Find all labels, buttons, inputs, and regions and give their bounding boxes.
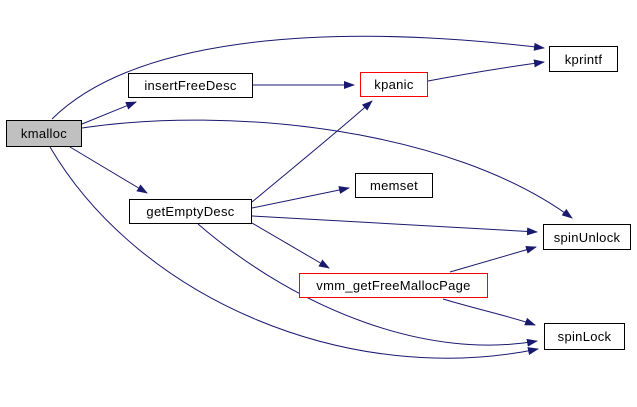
- edge-getEmptyDesc-to-spinLock: [197, 223, 538, 347]
- edge-vmm_getFreeMallocPage-to-spinUnlock: [449, 245, 537, 273]
- node-memset[interactable]: memset: [355, 173, 433, 198]
- edge-getEmptyDesc-to-vmm_getFreeMallocPage: [251, 222, 330, 269]
- node-spinLock[interactable]: spinLock: [544, 323, 625, 350]
- edge-kmalloc-to-spinLock: [49, 146, 539, 359]
- edge-kpanic-to-kprintf: [427, 59, 545, 82]
- node-getEmptyDesc[interactable]: getEmptyDesc: [129, 199, 252, 224]
- node-insertFreeDesc[interactable]: insertFreeDesc: [128, 73, 253, 98]
- edge-getEmptyDesc-to-spinUnlock: [251, 215, 538, 236]
- edge-getEmptyDesc-to-memset: [251, 186, 350, 209]
- node-kmalloc: kmalloc: [6, 120, 82, 147]
- node-vmm_getFreeMallocPage[interactable]: vmm_getFreeMallocPage: [299, 273, 488, 298]
- node-kprintf[interactable]: kprintf: [549, 46, 618, 72]
- edge-kmalloc-to-insertFreeDesc: [81, 101, 137, 125]
- node-spinUnlock[interactable]: spinUnlock: [543, 224, 631, 250]
- edge-kmalloc-to-kprintf: [51, 35, 545, 120]
- edge-getEmptyDesc-to-kpanic: [251, 100, 373, 203]
- node-kpanic[interactable]: kpanic: [360, 72, 428, 97]
- edge-vmm_getFreeMallocPage-to-spinLock: [442, 298, 536, 326]
- edge-kmalloc-to-getEmptyDesc: [69, 146, 148, 194]
